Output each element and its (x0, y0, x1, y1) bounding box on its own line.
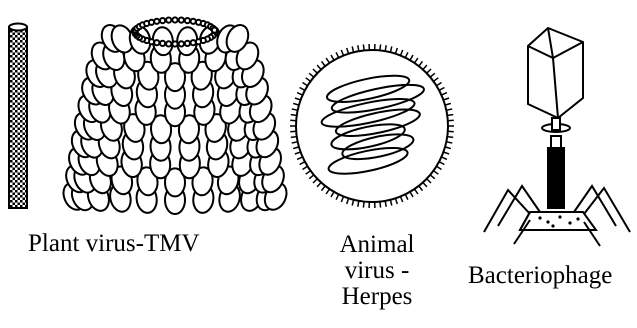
tmv-helical-cutaway-icon (59, 17, 290, 214)
caption-animal-virus: Animal virus - Herpes (322, 232, 432, 310)
caption-animal-line-1: Animal (322, 232, 432, 258)
caption-plant-virus: Plant virus-TMV (28, 231, 200, 257)
caption-bacteriophage: Bacteriophage (468, 263, 612, 289)
tmv-rod-icon (9, 24, 27, 209)
herpes-virus-icon (290, 44, 454, 208)
bacteriophage-icon (484, 28, 630, 246)
caption-animal-line-3: Herpes (322, 284, 432, 310)
caption-animal-line-2: virus - (322, 258, 432, 284)
